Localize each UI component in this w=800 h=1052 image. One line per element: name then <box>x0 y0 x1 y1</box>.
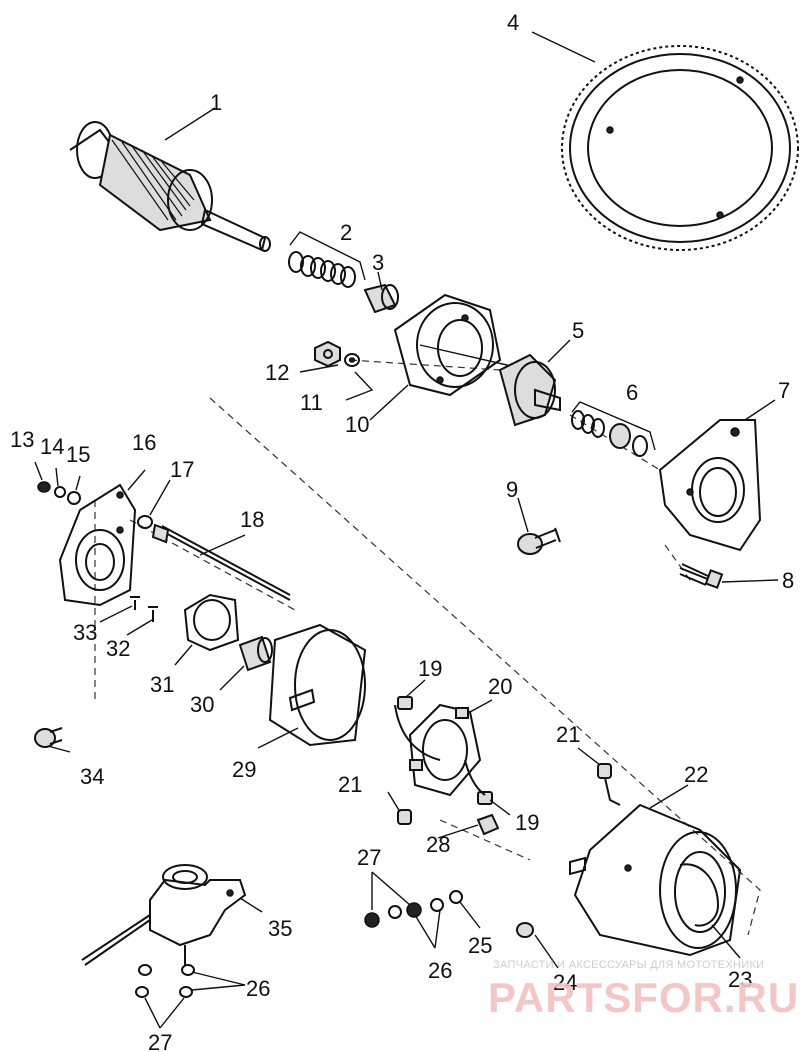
callout-11: 11 <box>300 390 323 415</box>
callout-23: 23 <box>728 967 752 992</box>
callout-28: 28 <box>426 832 450 857</box>
magnet-part <box>679 863 720 927</box>
watermark: ЗАПЧАСТИ И АКСЕССУАРЫ ДЛЯ МОТОТЕХНИКИ PA… <box>488 959 799 1021</box>
nut-part <box>314 340 341 368</box>
callout-15: 15 <box>66 442 90 467</box>
small-nut-part <box>37 481 51 493</box>
callout-26-solenoid: 26 <box>246 976 270 1001</box>
spring-set-part <box>288 231 366 288</box>
lock-washer-part <box>54 486 66 498</box>
callout-20: 20 <box>488 674 512 699</box>
callout-1: 1 <box>210 90 222 115</box>
callout-19-lower: 19 <box>515 810 539 835</box>
callout-10: 10 <box>345 412 369 437</box>
ring-gear-part <box>561 45 799 251</box>
brush-housing-part <box>268 623 367 747</box>
callout-25: 25 <box>468 933 492 958</box>
callout-3: 3 <box>372 250 384 275</box>
field-lead-part <box>597 763 621 806</box>
callout-14: 14 <box>40 434 64 459</box>
solenoid-part <box>81 864 247 966</box>
armature-part <box>69 121 271 252</box>
callout-13: 13 <box>10 427 34 452</box>
commutator-end-plate-part <box>58 483 137 607</box>
callout-21-left: 21 <box>338 772 362 797</box>
callout-34: 34 <box>80 764 104 789</box>
callout-19-upper: 19 <box>418 656 442 681</box>
terminal-nut-set-part <box>364 898 444 928</box>
brush-screw-part <box>148 606 158 622</box>
callout-16: 16 <box>132 430 156 455</box>
callout-31: 31 <box>150 672 174 697</box>
flat-washer-part <box>67 491 81 505</box>
mount-bolt-part <box>517 527 561 555</box>
leader-lines <box>34 31 779 1029</box>
terminal-washer-part <box>449 890 463 904</box>
pinion-spring-part <box>571 401 656 457</box>
callout-21-right: 21 <box>556 722 580 747</box>
callout-26-center: 26 <box>428 958 452 983</box>
callout-27-center: 27 <box>357 845 381 870</box>
brush-upper-part <box>397 696 413 710</box>
callout-12: 12 <box>265 360 289 385</box>
spring-clip-part <box>476 813 500 836</box>
callout-22: 22 <box>684 762 708 787</box>
bolt-part <box>679 563 724 589</box>
callout-4: 4 <box>507 10 519 35</box>
bushing-part <box>363 283 399 314</box>
brush-lower-part <box>464 759 493 805</box>
through-bolt-part <box>151 523 291 601</box>
callout-24: 24 <box>553 970 577 995</box>
bearing-holder-part <box>183 593 240 652</box>
mounting-bracket-part <box>658 419 762 552</box>
end-bushing-part <box>238 635 273 672</box>
callout-17: 17 <box>170 457 194 482</box>
screw-part <box>130 596 140 610</box>
callout-33: 33 <box>73 620 97 645</box>
clutch-drive-part <box>498 353 561 427</box>
callout-30: 30 <box>190 692 214 717</box>
callout-8: 8 <box>782 568 794 593</box>
solenoid-nut-set-part <box>135 964 195 998</box>
callout-5: 5 <box>572 318 584 343</box>
watermark-caption: ЗАПЧАСТИ И АКСЕССУАРЫ ДЛЯ МОТОТЕХНИКИ <box>493 959 764 971</box>
callout-labels: 1 2 3 4 5 6 7 8 9 10 11 12 13 14 15 16 1… <box>10 10 794 1052</box>
callout-29: 29 <box>232 757 256 782</box>
field-brush-part <box>397 809 412 825</box>
watermark-logo: PARTSFOR.RU <box>488 974 799 1021</box>
ground-screw-part <box>516 922 534 938</box>
callout-27-solenoid: 27 <box>148 1030 172 1052</box>
callout-35: 35 <box>268 916 292 941</box>
callout-6: 6 <box>626 380 638 405</box>
o-ring-part <box>137 515 153 529</box>
washer-part <box>344 353 360 367</box>
callout-2: 2 <box>340 220 352 245</box>
drive-end-housing-part <box>393 293 521 397</box>
brush-plate-part <box>394 703 482 797</box>
terminal-part <box>34 727 63 748</box>
callout-32: 32 <box>106 636 130 661</box>
callout-9: 9 <box>506 477 518 502</box>
callout-7: 7 <box>778 378 790 403</box>
field-frame-part <box>569 803 742 957</box>
callout-18: 18 <box>240 507 264 532</box>
